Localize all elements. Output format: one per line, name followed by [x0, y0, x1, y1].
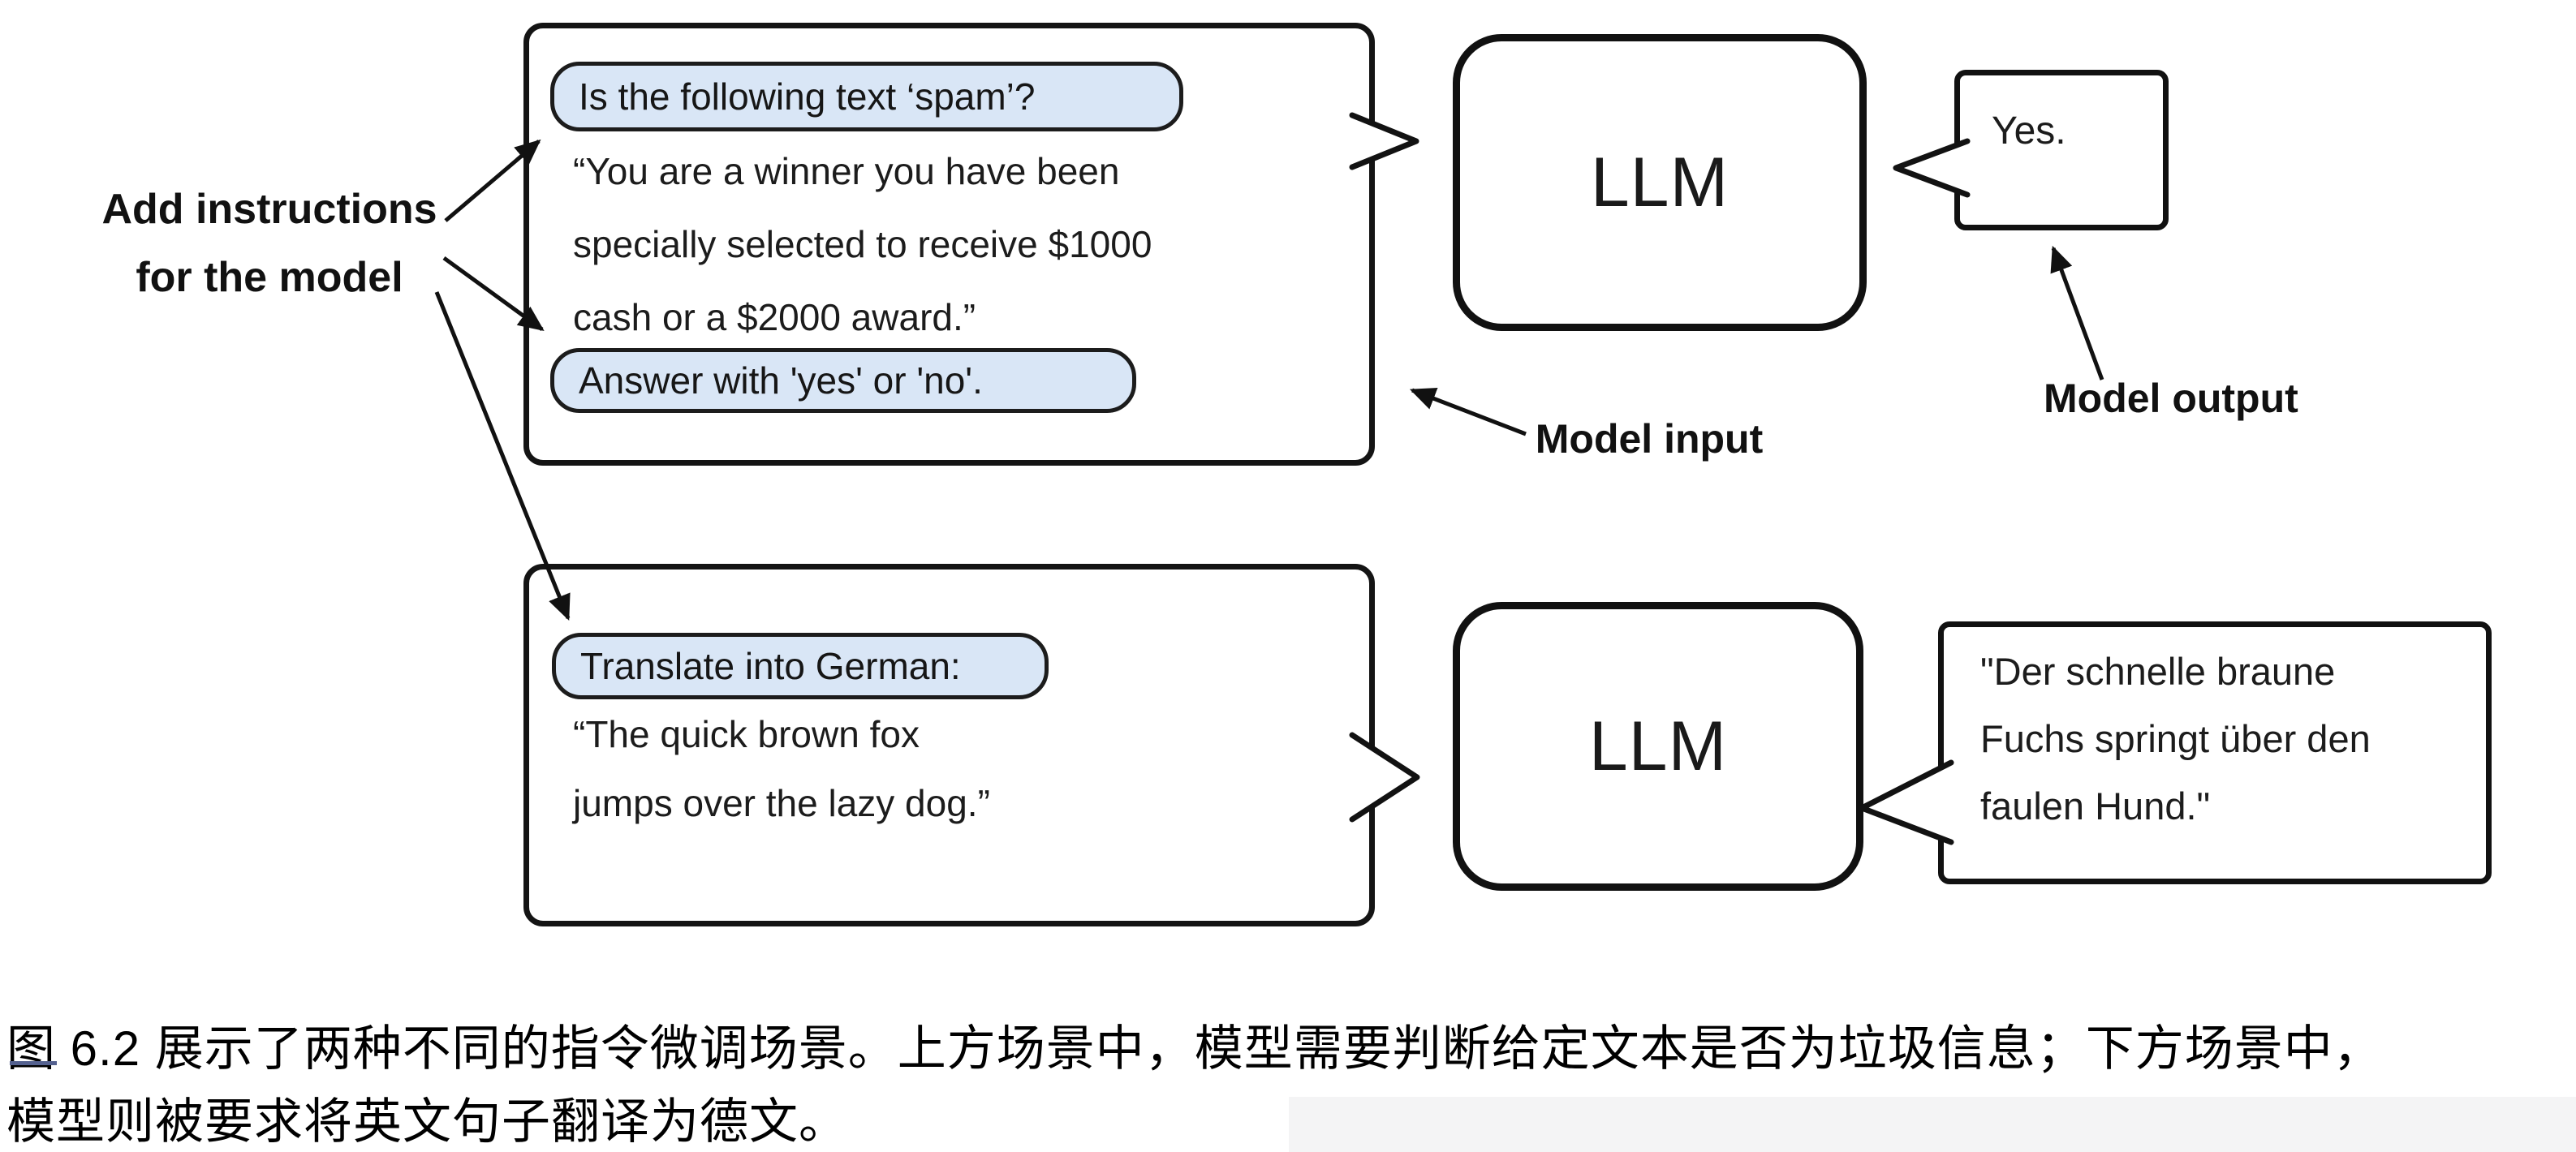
llm-box-translation: LLM	[1453, 602, 1863, 891]
translation-input-box	[523, 564, 1375, 926]
translation-output-text-line: "Der schnelle braune	[1980, 650, 2336, 693]
spam-instruction-pill-top: Is the following text ‘spam’?	[550, 62, 1183, 131]
llm-label: LLM	[1590, 143, 1730, 221]
page-background-strip	[1289, 1097, 2576, 1152]
spam-instruction-pill-bottom: Answer with 'yes' or 'no'.	[550, 348, 1136, 413]
model-output-arrow	[2050, 245, 2104, 380]
add-instructions-label-line1: Add instructions	[101, 186, 437, 233]
model-output-label: Model output	[2044, 376, 2298, 421]
add-instructions-label: Add instructions for the model	[67, 175, 472, 312]
caption-figure-number-underline	[10, 1061, 57, 1065]
llm-box-spam: LLM	[1453, 34, 1867, 331]
llm-label: LLM	[1588, 707, 1728, 785]
translation-output-text-line: faulen Hund."	[1980, 784, 2211, 827]
translation-input-text-line: jumps over the lazy dog.”	[573, 782, 990, 824]
spam-input-text-line: specially selected to receive $1000	[573, 223, 1152, 265]
spam-input-text-line: “You are a winner you have been	[573, 150, 1120, 192]
translation-output-bubble	[1938, 621, 2492, 884]
figure-caption-line2: 模型则被要求将英文句子翻译为德文。	[6, 1094, 848, 1149]
spam-input-text-line: cash or a $2000 award.”	[573, 296, 976, 338]
translation-instruction-pill: Translate into German:	[552, 633, 1049, 699]
model-input-arrow	[1409, 387, 1527, 436]
model-input-label: Model input	[1535, 416, 1764, 462]
add-instructions-label-line2: for the model	[136, 254, 403, 301]
spam-output-text: Yes.	[1992, 110, 2066, 153]
figure-caption-line1: 图 6.2 展示了两种不同的指令微调场景。上方场景中，模型需要判断给定文本是否为…	[6, 1021, 2383, 1076]
translation-output-text-line: Fuchs springt über den	[1980, 717, 2371, 760]
translation-input-text-line: “The quick brown fox	[573, 713, 920, 755]
